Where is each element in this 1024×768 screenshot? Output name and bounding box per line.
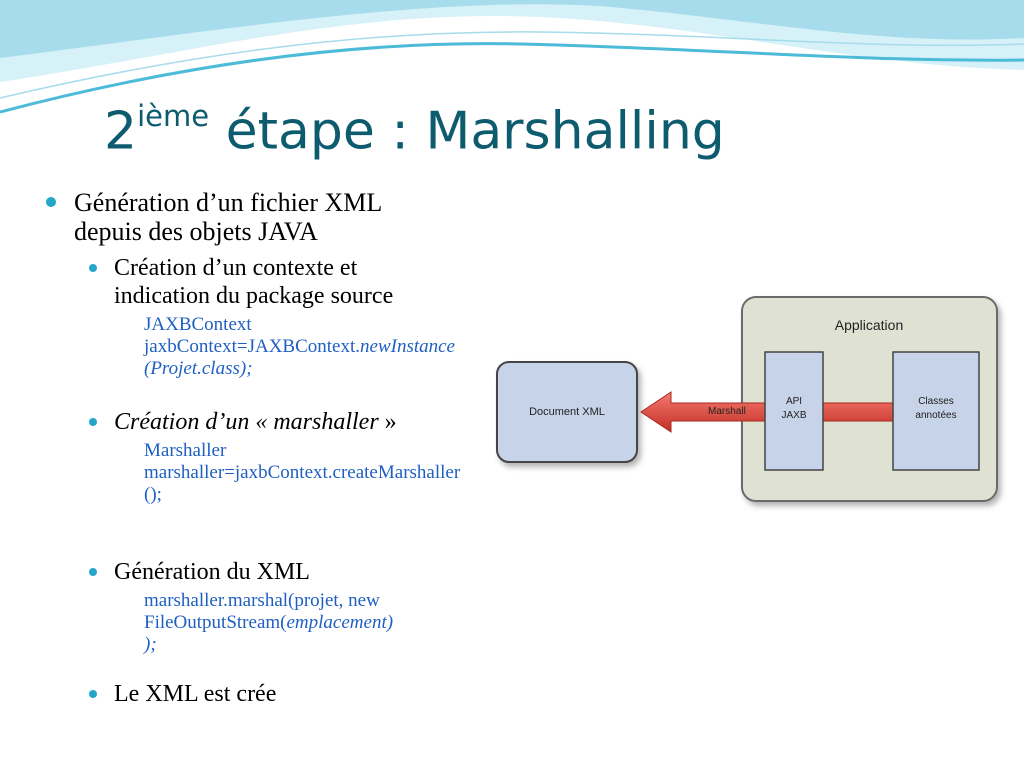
marshall-label: Marshall bbox=[708, 406, 746, 417]
code-marshaller: Marshaller marshaller=jaxbContext.create… bbox=[144, 440, 461, 505]
bullet-dot bbox=[46, 197, 56, 207]
title-superscript: ième bbox=[137, 99, 210, 133]
bullet-context-creation: Création d’un contexte et indication du … bbox=[44, 254, 484, 310]
bullet-text: depuis des objets JAVA bbox=[74, 217, 318, 246]
api-label: API bbox=[786, 396, 802, 407]
wave-line bbox=[0, 42, 1024, 114]
slide-title: 2ième étape : Marshalling bbox=[104, 99, 725, 162]
bullet-dot bbox=[89, 418, 97, 426]
classes-label: Classes bbox=[918, 396, 954, 407]
bullet-list: Génération d’un fichier XML depuis des o… bbox=[44, 188, 484, 708]
bullet-text: Le XML est crée bbox=[114, 681, 277, 707]
annotated-label: annotées bbox=[915, 410, 956, 421]
annotated-classes-box bbox=[892, 351, 980, 471]
wave-line-2 bbox=[0, 31, 1024, 99]
bullet-text: Génération du XML bbox=[114, 559, 310, 585]
jaxb-label: JAXB bbox=[781, 410, 806, 421]
bullet-dot bbox=[89, 264, 97, 272]
marshalling-diagram: Application Document XML Marshall API JA… bbox=[496, 296, 998, 502]
code-context: JAXBContext jaxbContext=JAXBContext.newI… bbox=[144, 314, 455, 379]
wave-front bbox=[0, 0, 1024, 58]
decorative-wave-banner bbox=[0, 0, 1024, 114]
bullet-xml-created: Le XML est crée bbox=[44, 680, 484, 708]
application-label: Application bbox=[835, 317, 904, 333]
bullet-dot bbox=[89, 568, 97, 576]
bullet-marshaller-creation: Création d’un « marshaller » bbox=[44, 408, 484, 436]
document-xml-box bbox=[496, 361, 638, 463]
bullet-text: Création d’un contexte et bbox=[114, 255, 358, 281]
bullet-text: indication du package source bbox=[114, 283, 394, 309]
code-marshal: marshaller.marshal(projet, new FileOutpu… bbox=[144, 590, 394, 655]
api-jaxb-box bbox=[764, 351, 824, 471]
bullet-xml-generation-step: Génération du XML bbox=[44, 558, 484, 586]
bullet-dot bbox=[89, 690, 97, 698]
document-xml-label: Document XML bbox=[529, 406, 605, 418]
bullet-text: Génération d’un fichier XML bbox=[74, 188, 383, 217]
bullet-xml-generation: Génération d’un fichier XML depuis des o… bbox=[44, 188, 484, 246]
